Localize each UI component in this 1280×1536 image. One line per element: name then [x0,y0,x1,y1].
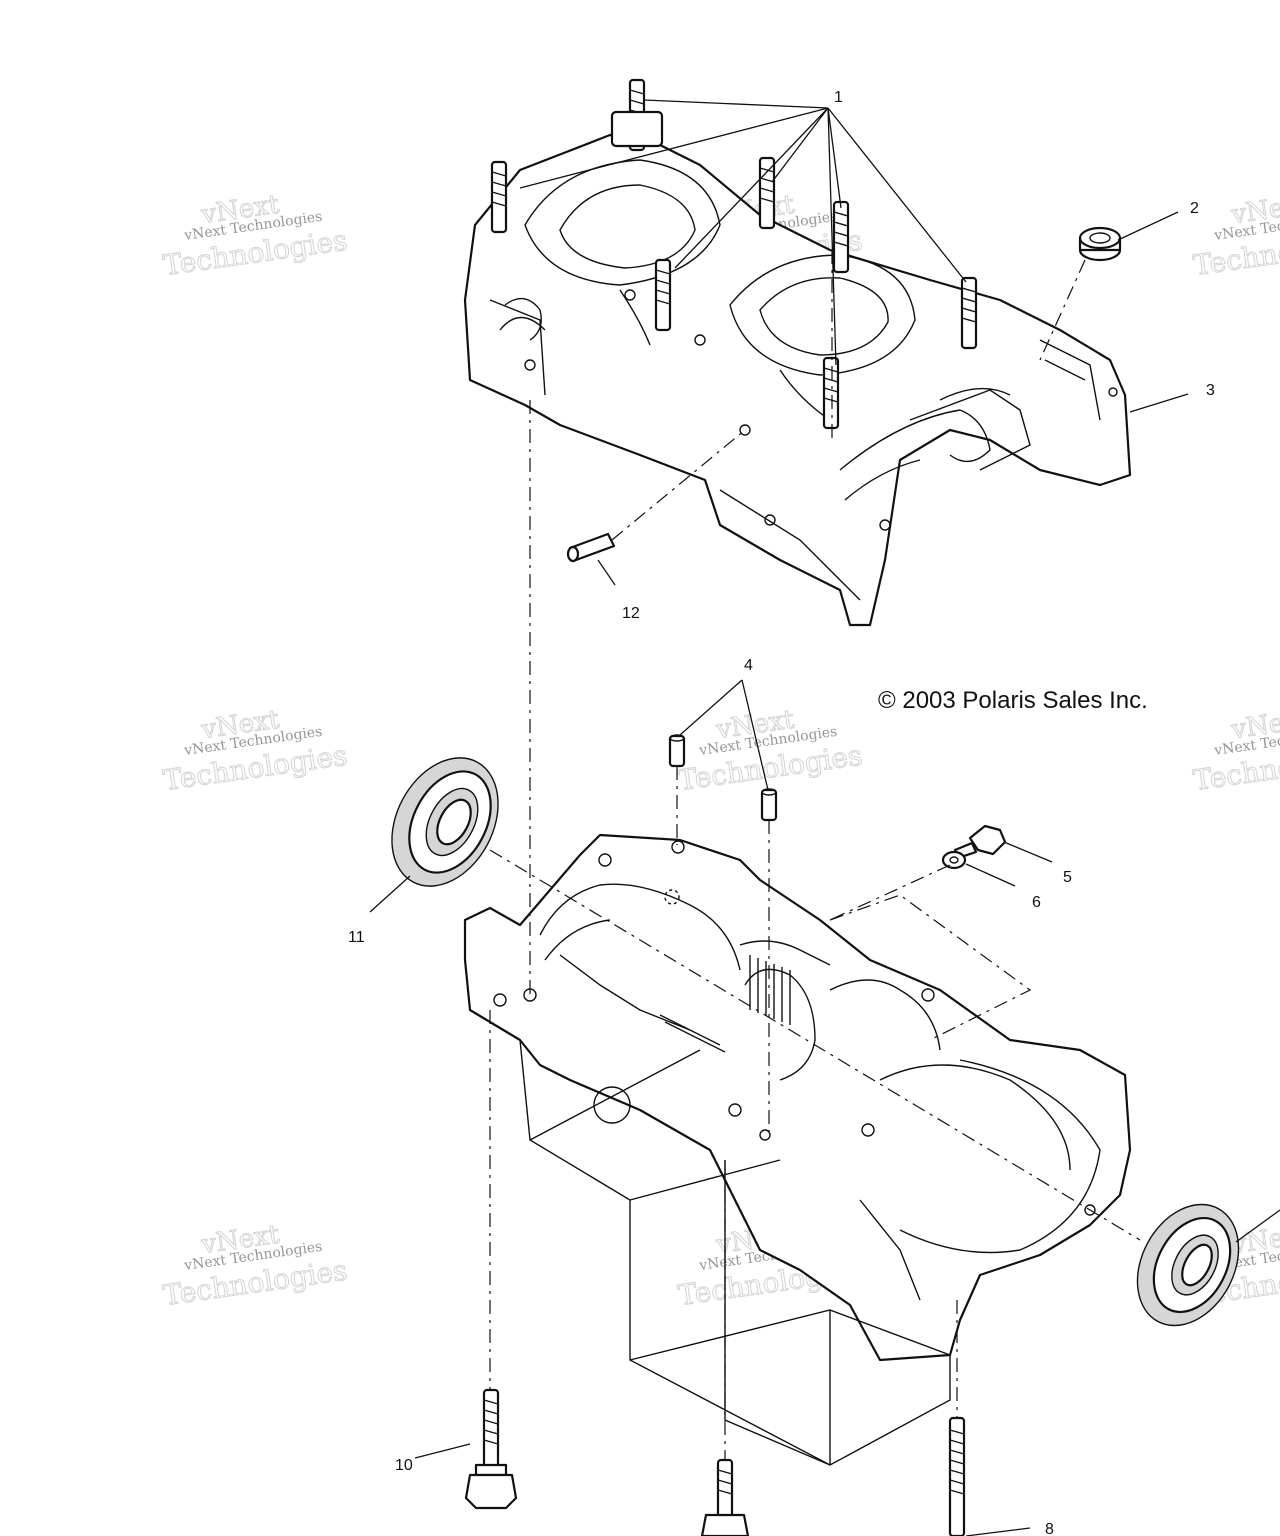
callout-11: 11 [348,929,365,946]
watermark-6: vNext Technologies vNext Technologies [1191,704,1280,797]
washer-6 [941,850,967,870]
callout-3: 3 [1206,382,1215,399]
stud-5 [654,258,672,332]
callout-4: 4 [744,657,753,674]
watermark-7: vNext Technologies vNext Technologies [161,1219,350,1312]
assembly-center-lines [489,250,1141,1460]
bolt-center [700,1458,750,1536]
upper-crankcase [463,133,1132,627]
lower-crankcase [463,833,1132,1466]
dowel-pin-12 [566,532,616,563]
oil-seal-11 [391,757,499,887]
bolt-10 [464,1388,518,1510]
svg-text:vNext: vNext [1229,705,1280,746]
cylinder-studs [490,78,978,430]
callout-2: 2 [1190,200,1199,217]
callout-8: 8 [1045,1521,1054,1536]
stud-7 [960,276,978,350]
stud-6 [822,356,840,430]
stud-3 [758,156,776,230]
stud-8 [610,110,664,148]
callout-6: 6 [1032,894,1041,911]
watermark-4: vNext Technologies vNext Technologies [161,704,350,797]
callout-10: 10 [395,1457,413,1474]
leader-lines [369,99,1280,1536]
copyright-text: © 2003 Polaris Sales Inc. [878,687,1148,714]
svg-text:vNext: vNext [1229,190,1280,231]
plug-bolt-5 [953,824,1007,860]
stud-4 [832,200,850,274]
watermark-1: vNext Technologies vNext Technologies [161,189,350,282]
stud-2 [490,160,508,234]
bolt-8 [948,1416,966,1536]
watermark-5: vNext Technologies vNext Technologies [676,704,865,797]
callout-1: 1 [834,89,843,106]
callout-12: 12 [622,605,640,622]
watermark-3: vNext Technologies vNext Technologies [1191,189,1280,282]
oil-seal-right [1136,1203,1240,1327]
callout-5: 5 [1063,869,1072,886]
grommet [1078,226,1122,262]
callout-labels: 1 2 3 4 5 6 8 10 11 12 [348,89,1215,1536]
